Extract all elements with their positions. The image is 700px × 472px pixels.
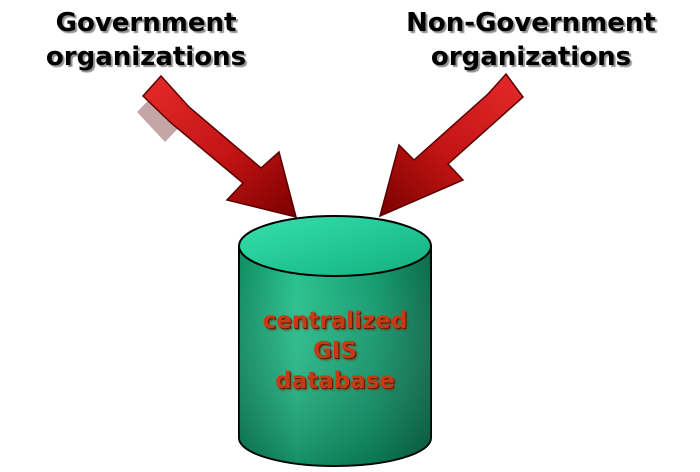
database-label-line2: GIS bbox=[312, 338, 357, 364]
database-label-line3: database bbox=[275, 368, 395, 394]
non-government-label-line1: Non-Government bbox=[406, 8, 656, 38]
non-government-label-line2: organizations bbox=[430, 42, 632, 72]
right-arrow-icon bbox=[378, 72, 525, 218]
non-government-organizations-label: Non-Government organizations bbox=[370, 6, 692, 74]
government-label-line1: Government bbox=[55, 8, 237, 38]
left-arrow-shape bbox=[141, 74, 298, 219]
database-label-line1: centralized bbox=[262, 308, 408, 334]
government-label-line2: organizations bbox=[45, 42, 247, 72]
government-organizations-label: Government organizations bbox=[10, 6, 282, 74]
database-cylinder-icon bbox=[238, 215, 432, 467]
right-arrow-shape bbox=[378, 72, 525, 218]
cylinder-top bbox=[238, 215, 432, 277]
database-label: centralized GIS database bbox=[215, 306, 455, 396]
left-arrow-icon bbox=[137, 74, 298, 219]
